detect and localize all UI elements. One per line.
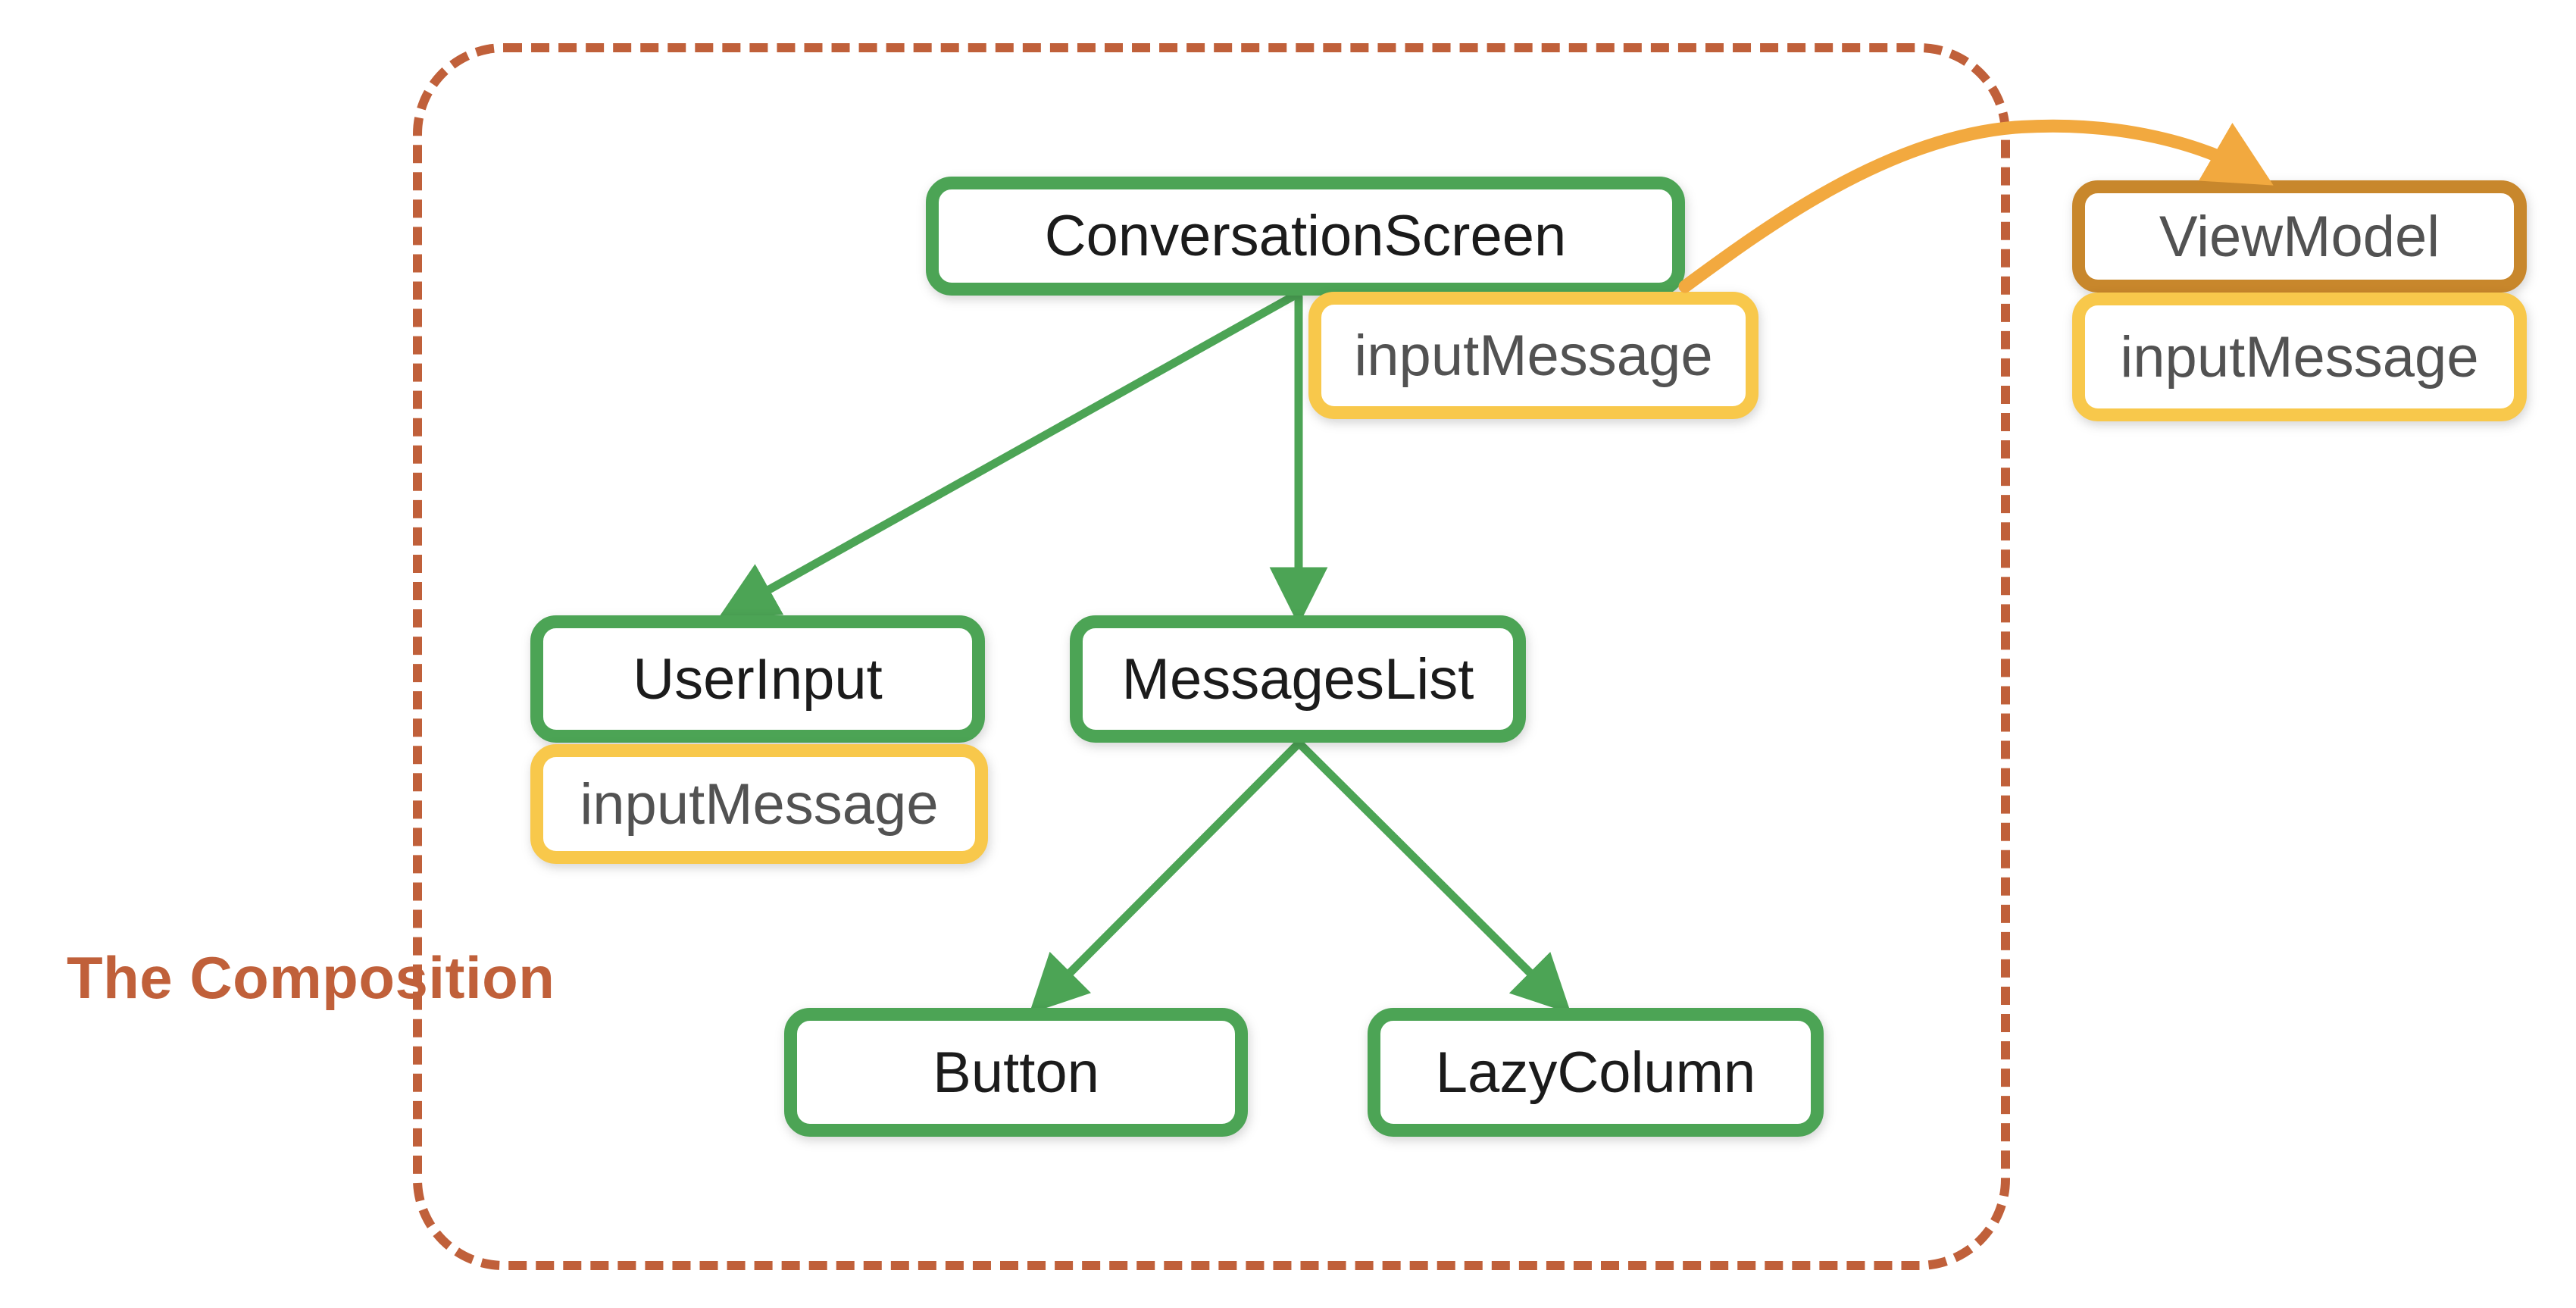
node-view-model-state[interactable]: inputMessage	[2072, 293, 2527, 421]
node-conversation-screen-state-label: inputMessage	[1354, 323, 1713, 388]
node-view-model-state-label: inputMessage	[2120, 324, 2479, 390]
node-button[interactable]: Button	[784, 1008, 1248, 1137]
node-conversation-screen-label: ConversationScreen	[1044, 204, 1567, 268]
node-user-input-state[interactable]: inputMessage	[530, 744, 988, 864]
node-user-input-state-label: inputMessage	[580, 771, 939, 837]
node-view-model-label: ViewModel	[2159, 204, 2440, 269]
composition-title: The Composition	[67, 944, 555, 1011]
node-user-input[interactable]: UserInput	[530, 615, 985, 743]
node-view-model[interactable]: ViewModel	[2072, 180, 2527, 293]
node-messages-list[interactable]: MessagesList	[1070, 615, 1526, 743]
node-user-input-label: UserInput	[633, 646, 883, 712]
node-conversation-screen[interactable]: ConversationScreen	[926, 177, 1685, 296]
edge-messageslist-to-lazycolumn	[1296, 740, 1571, 1014]
edge-messageslist-to-button	[1029, 740, 1302, 1014]
node-button-label: Button	[933, 1040, 1099, 1105]
node-messages-list-label: MessagesList	[1121, 646, 1474, 712]
node-lazy-column-label: LazyColumn	[1435, 1040, 1756, 1105]
node-conversation-screen-state[interactable]: inputMessage	[1308, 292, 1758, 419]
node-lazy-column[interactable]: LazyColumn	[1368, 1008, 1824, 1137]
edge-conversation-to-userinput	[718, 293, 1296, 618]
